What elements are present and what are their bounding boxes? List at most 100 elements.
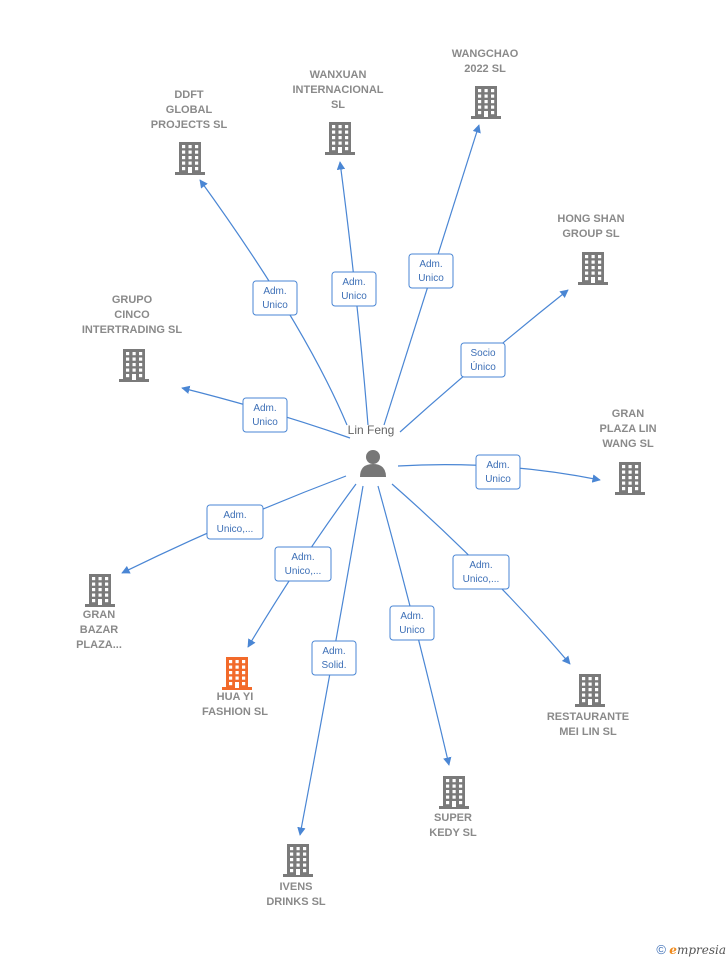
company-name-line: INTERNACIONAL [292, 84, 383, 96]
building-icon[interactable] [325, 122, 355, 155]
company-name-line: GROUP SL [562, 228, 620, 240]
edge-label-wangchao[interactable]: Adm. Unico [408, 253, 454, 289]
edges-layer: Adm.UnicoAdm.UnicoAdm.UnicoSocioÚnicoAdm… [121, 124, 601, 836]
building-icon[interactable] [222, 657, 252, 690]
building-icon[interactable] [615, 462, 645, 495]
company-name-line: WANG SL [602, 438, 654, 450]
company-node-ivens[interactable]: IVENS DRINKS SL [266, 844, 326, 908]
person-name: Lin Feng [348, 423, 395, 437]
edge-label-restaurante[interactable]: Adm. Unico,... [452, 554, 510, 590]
edge-label-text: Adm. [400, 611, 423, 622]
company-node-granplaza[interactable]: GRAN PLAZA LIN WANG SL [599, 408, 657, 495]
company-node-wanxuan[interactable]: WANXUAN INTERNACIONAL SL [292, 69, 384, 155]
company-name-line: WANXUAN [310, 69, 367, 81]
company-name-line: PLAZA... [76, 639, 122, 651]
company-name-line: GRAN [612, 408, 644, 420]
edge-label-text: Adm. [486, 460, 509, 471]
center-person[interactable]: Lin Feng [348, 423, 395, 477]
company-name-line: IVENS [279, 881, 312, 893]
edge-label-text: Unico [485, 474, 511, 485]
company-name-line: FASHION SL [202, 706, 268, 718]
edge-label-text: Adm. [263, 286, 286, 297]
edge-label-text: Socio [470, 348, 495, 359]
building-icon[interactable] [471, 86, 501, 119]
edge-label-box [452, 554, 510, 590]
company-name-line: GRAN [83, 609, 115, 621]
company-name-line: GRUPO [112, 294, 153, 306]
building-icon[interactable] [283, 844, 313, 877]
edge-label-huayi[interactable]: Adm. Unico,... [274, 546, 332, 582]
edge-label-box [274, 546, 332, 582]
edge-label-grupocinco[interactable]: Adm. Unico [242, 397, 288, 433]
edge-label-text: Unico,... [463, 574, 500, 585]
brand-initial: e [669, 943, 677, 957]
edge-label-text: Adm. [253, 403, 276, 414]
company-node-restaurante[interactable]: RESTAURANTE MEI LIN SL [547, 674, 629, 738]
edge-label-box [475, 454, 521, 490]
nodes-layer: DDFT GLOBAL PROJECTS SL WANXUAN INTERNACIONA… [76, 48, 656, 908]
company-name-line: RESTAURANTE [547, 711, 629, 723]
company-node-huayi[interactable]: HUA YI FASHION SL [202, 657, 268, 718]
edge-label-text: Adm. [342, 277, 365, 288]
copyright-icon: © [656, 942, 666, 957]
edge-label-text: Adm. [469, 560, 492, 571]
company-name-line: MEI LIN SL [559, 726, 617, 738]
edge-label-text: Unico [399, 625, 425, 636]
company-name-line: PLAZA LIN [599, 423, 656, 435]
company-node-ddft[interactable]: DDFT GLOBAL PROJECTS SL [151, 89, 228, 175]
company-name-line: CINCO [114, 309, 150, 321]
edge-label-text: Unico [418, 273, 444, 284]
edge-label-text: Unico [252, 417, 278, 428]
edge-label-text: Adm. [291, 552, 314, 563]
company-name-line: DDFT [174, 89, 204, 101]
building-icon[interactable] [119, 349, 149, 382]
edge-label-box [311, 640, 357, 676]
company-name-line: DRINKS SL [266, 896, 326, 908]
building-icon[interactable] [175, 142, 205, 175]
company-name-line: KEDY SL [429, 827, 477, 839]
edge-label-box [389, 605, 435, 641]
edge-label-text: Adm. [223, 510, 246, 521]
building-icon[interactable] [578, 252, 608, 285]
company-name-line: BAZAR [80, 624, 119, 636]
edge-label-text: Único [470, 360, 496, 373]
building-icon[interactable] [575, 674, 605, 707]
edge-label-box [460, 342, 506, 378]
edge-label-box [408, 253, 454, 289]
company-name-line: INTERTRADING SL [82, 324, 183, 336]
building-icon[interactable] [439, 776, 469, 809]
edge-label-box [206, 504, 264, 540]
company-name-line: SL [331, 99, 345, 111]
person-icon [360, 450, 386, 477]
edge-label-box [242, 397, 288, 433]
brand-watermark: © empresia [656, 942, 726, 957]
company-node-grupocinco[interactable]: GRUPO CINCO INTERTRADING SL [82, 294, 183, 382]
edge-label-granbazar[interactable]: Adm. Unico,... [206, 504, 264, 540]
edge-label-box [252, 280, 298, 316]
company-name-line: HUA YI [217, 691, 254, 703]
edge-label-wanxuan[interactable]: Adm. Unico [331, 271, 377, 307]
company-name-line: GLOBAL [166, 104, 213, 116]
edge-label-text: Unico [341, 291, 367, 302]
building-icon[interactable] [85, 574, 115, 607]
company-name-line: WANGCHAO [452, 48, 519, 60]
edge-label-text: Unico,... [217, 524, 254, 535]
edge-label-text: Adm. [419, 259, 442, 270]
edge-label-box [331, 271, 377, 307]
edge-label-granplaza[interactable]: Adm. Unico [475, 454, 521, 490]
company-node-granbazar[interactable]: GRAN BAZAR PLAZA... [76, 574, 122, 651]
edge-label-ddft[interactable]: Adm. Unico [252, 280, 298, 316]
edge-label-text: Adm. [322, 646, 345, 657]
company-name-line: SUPER [434, 812, 472, 824]
company-name-line: PROJECTS SL [151, 119, 228, 131]
edge-label-superkedy[interactable]: Adm. Unico [389, 605, 435, 641]
edge-label-text: Unico [262, 300, 288, 311]
company-node-superkedy[interactable]: SUPER KEDY SL [429, 776, 477, 839]
edge-label-ivens[interactable]: Adm.Solid. [311, 640, 357, 676]
edge-label-text: Unico,... [285, 566, 322, 577]
